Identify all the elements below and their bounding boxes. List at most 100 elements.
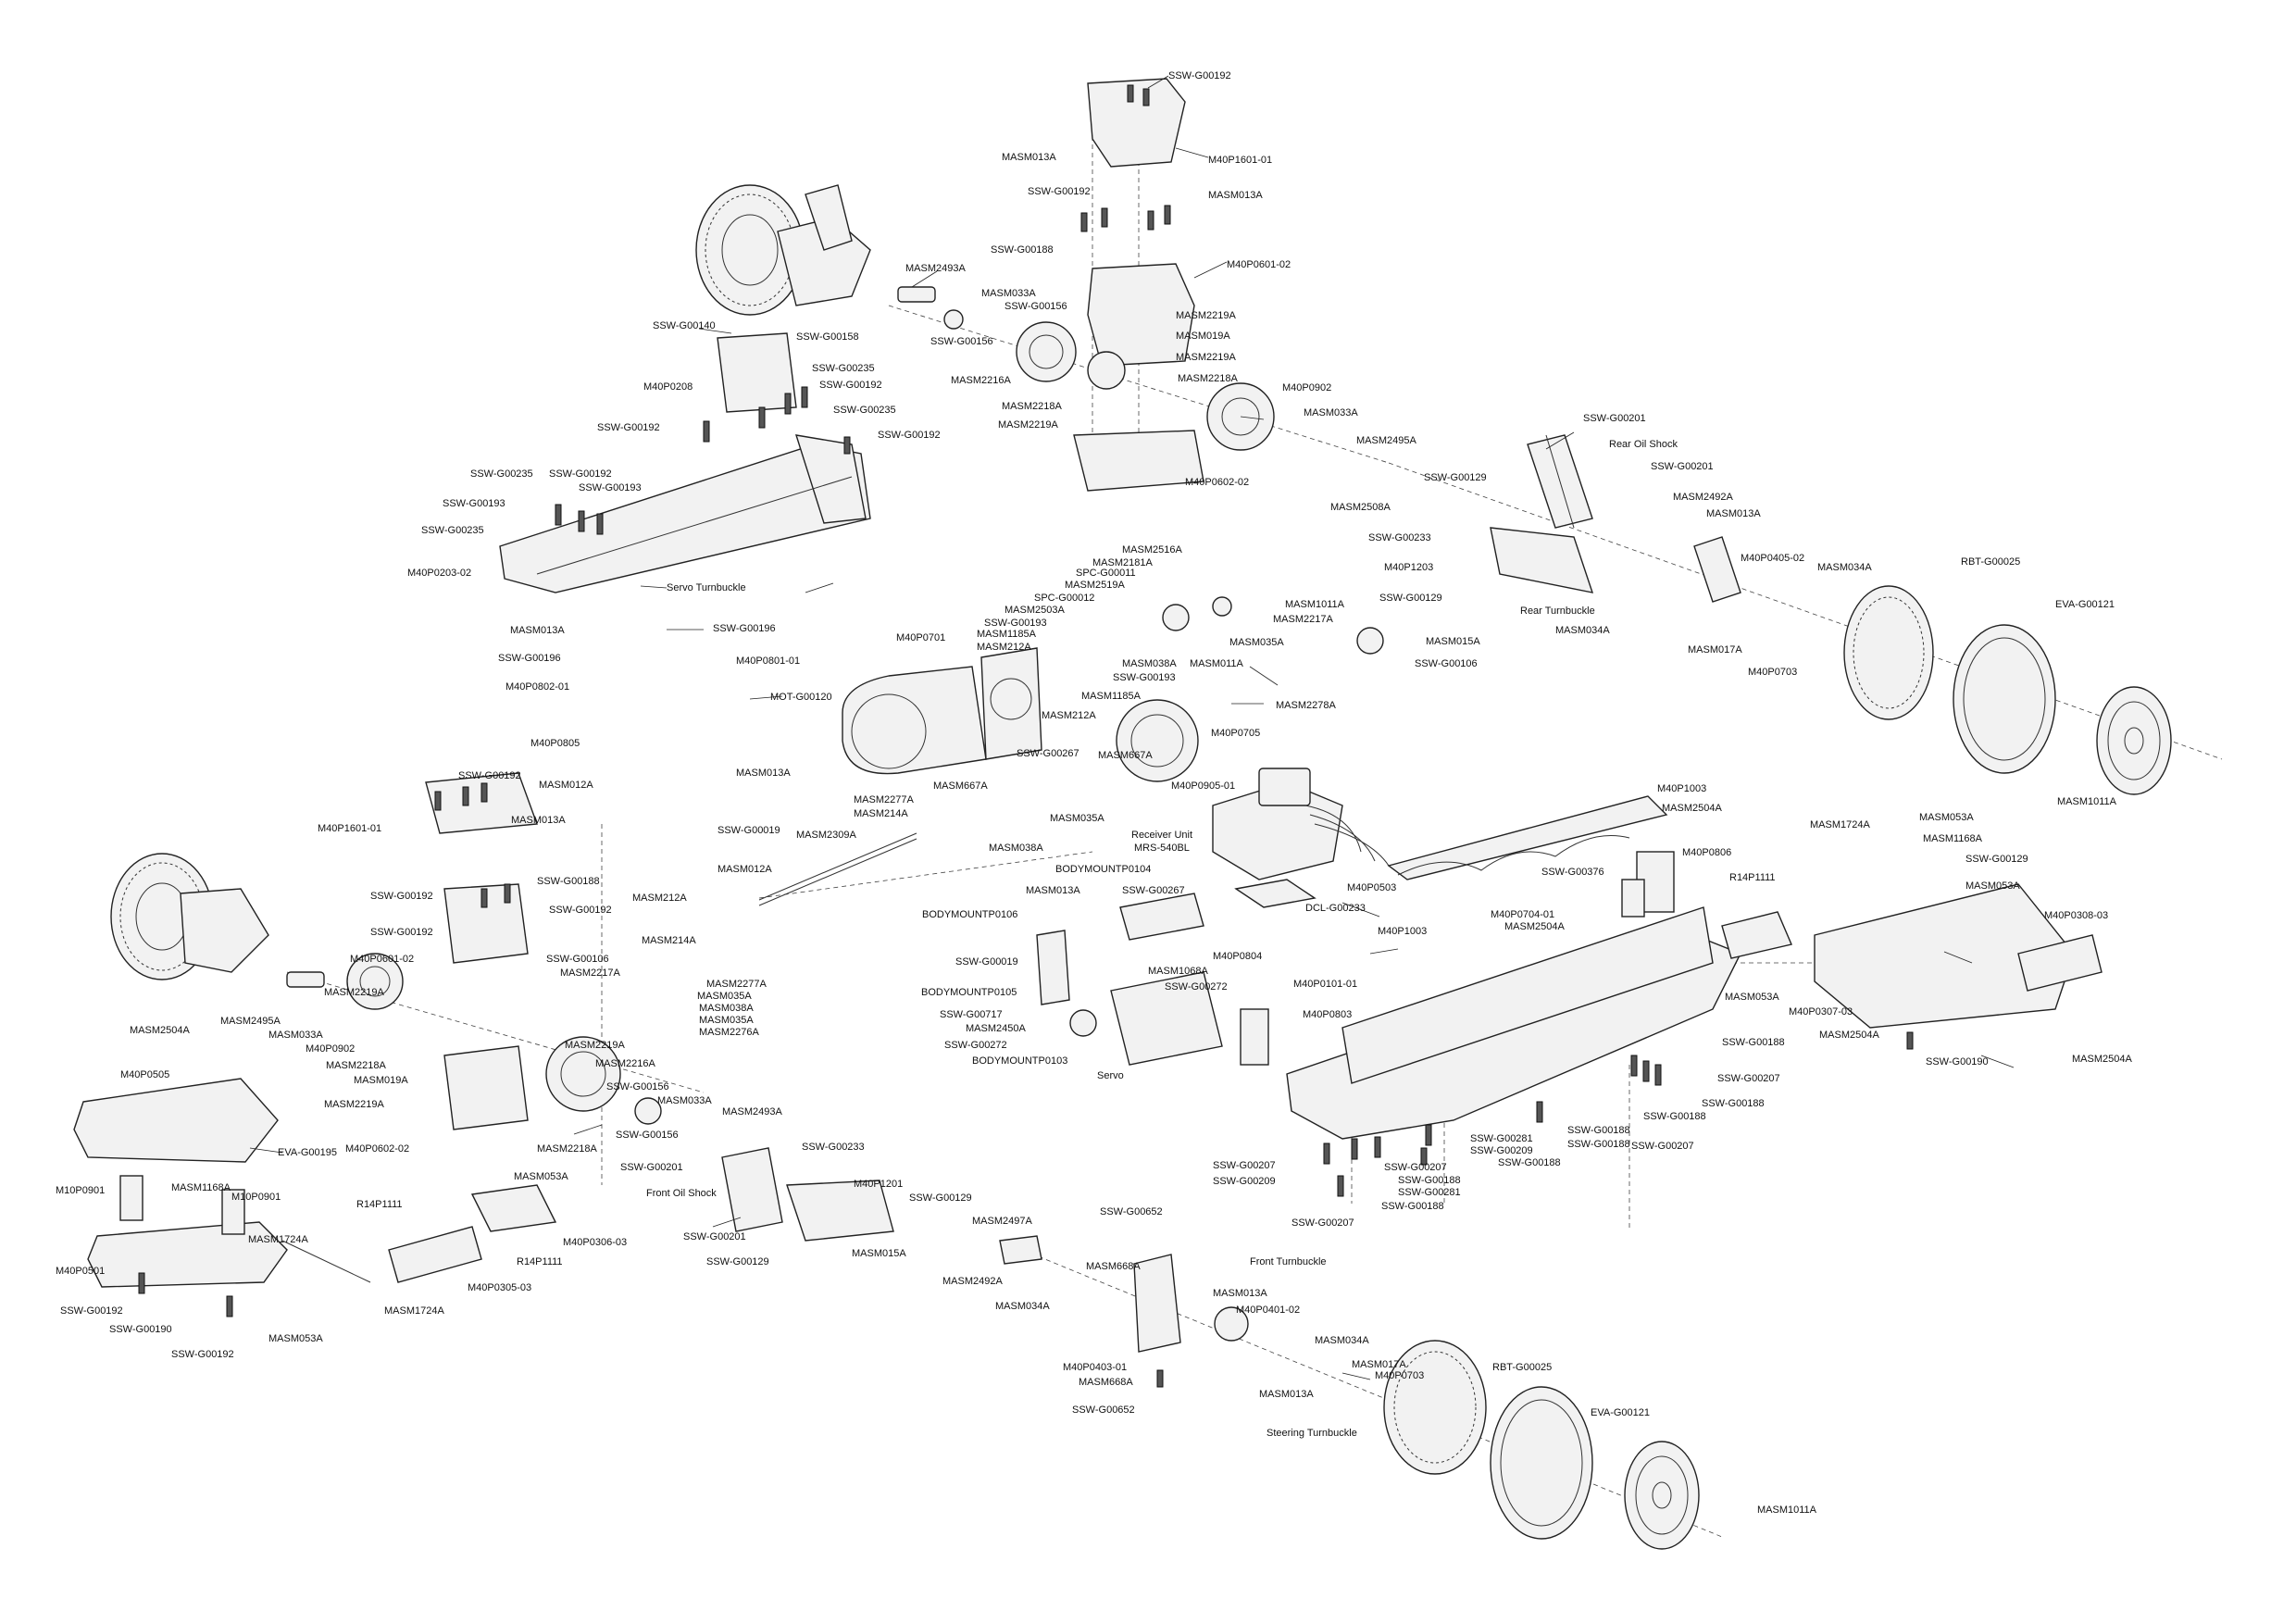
part-label: R14P1111 [356,1199,403,1210]
part-label: M40P1203 [1384,562,1434,573]
front-gearbox-assembly [286,772,662,1130]
shafts [281,666,1279,1283]
front-bumper [73,1078,557,1288]
part-label: Rear Oil Shock [1609,439,1678,450]
part-label: SSW-G00188 [1567,1125,1630,1136]
part-label: SSW-G00235 [833,405,896,416]
part-label: MASM1185A [977,629,1036,640]
part-label: MASM013A [736,768,791,779]
servo-assembly [1036,893,1269,1066]
part-label: SSW-G00281 [1470,1133,1533,1144]
part-label: MASM033A [268,1030,323,1041]
part-label: SSW-G00192 [171,1349,234,1360]
part-label: MOT-G00120 [770,692,832,703]
part-label: MASM1724A [248,1234,308,1245]
part-label: MASM212A [1042,710,1096,721]
part-label: SSW-G00188 [537,876,600,887]
part-label: MASM2278A [1276,700,1336,711]
part-label: SSW-G00158 [796,331,859,343]
part-label: MASM2216A [951,375,1011,386]
part-label: SSW-G00207 [1717,1073,1780,1084]
part-label: MASM214A [854,808,908,819]
part-label: MASM013A [1706,508,1761,519]
part-label: M40P0802-01 [505,681,570,693]
part-label: SSW-G00129 [1424,472,1487,483]
part-label: MASM1068A [1148,966,1208,977]
part-label: MASM035A [1229,637,1284,648]
part-label: M40P0602-02 [345,1143,410,1155]
part-label: M40P1601-01 [318,823,382,834]
part-label: Servo [1097,1070,1124,1081]
part-label: MASM2504A [1819,1030,1879,1041]
part-label: M40P0804 [1213,951,1263,962]
part-label: MASM2516A [1122,544,1182,556]
part-label: M40P0704-01 [1491,909,1555,920]
part-label: SSW-G00129 [1379,593,1442,604]
left-front-wheel [110,853,269,980]
part-label: MASM2503A [1004,605,1065,616]
part-label: MASM212A [632,893,687,904]
rear-gearbox-assembly [897,78,1275,492]
part-label: M40P0902 [1282,382,1332,393]
part-label: Steering Turnbuckle [1267,1428,1357,1439]
part-label: SSW-G00193 [443,498,505,509]
part-label: EVA-G00121 [1591,1407,1651,1418]
part-label: MASM1724A [1810,819,1870,830]
part-label: MASM2519A [1065,580,1125,591]
part-label: MASM2219A [565,1040,625,1051]
part-label: MASM013A [511,815,566,826]
part-label: MASM2217A [1273,614,1333,625]
part-label: MASM2504A [130,1025,190,1036]
part-label: MASM034A [995,1301,1050,1312]
part-label: M40P0101-01 [1293,979,1358,990]
part-label: EVA-G00195 [278,1147,338,1158]
part-label: SSW-G00106 [1415,658,1478,669]
part-label: SSW-G00652 [1100,1206,1163,1217]
part-label: SSW-G00192 [60,1305,123,1317]
part-label: MASM013A [1026,885,1080,896]
part-label: MASM1011A [1757,1504,1816,1516]
part-label: MASM015A [1426,636,1480,647]
part-label: MASM013A [1259,1389,1314,1400]
part-label: MASM1168A [171,1182,231,1193]
part-label: M40P1201 [854,1179,904,1190]
part-label: SSW-G00207 [1631,1141,1694,1152]
part-label: MASM1168A [1923,833,1982,844]
part-label: SSW-G00156 [1004,301,1067,312]
part-label: MASM2497A [972,1216,1032,1227]
part-label: MASM038A [699,1003,754,1014]
part-label: MASM2495A [220,1016,281,1027]
part-label: SSW-G00196 [498,653,561,664]
part-label: MASM035A [1050,813,1104,824]
part-label: M40P1003 [1657,783,1707,794]
part-label: M40P1003 [1378,926,1428,937]
leader-lines [249,75,2015,1380]
part-label: SPC-G00011 [1076,568,1136,579]
part-label: SSW-G00272 [1165,981,1228,993]
part-label: SSW-G00188 [1643,1111,1706,1122]
part-label: M40P0208 [643,381,693,393]
part-label: M40P0601-02 [1227,259,1292,270]
part-label: SSW-G00188 [1722,1037,1785,1048]
part-label: SSW-G00209 [1470,1145,1533,1156]
part-label: SSW-G00281 [1398,1187,1461,1198]
part-label: SSW-G00019 [718,825,780,836]
part-label: DCL-G00233 [1305,903,1366,914]
part-label: MASM2450A [966,1023,1026,1034]
part-label: MASM2508A [1330,502,1391,513]
part-label: SSW-G00376 [1541,867,1604,878]
part-label: SSW-G00233 [802,1142,865,1153]
part-label: MASM2218A [1178,373,1238,384]
part-label: MASM214A [642,935,696,946]
part-label: M40P0905-01 [1171,780,1236,792]
part-label: MASM034A [1817,562,1872,573]
part-label: BODYMOUNTP0104 [1055,864,1152,875]
part-label: M40P0503 [1347,882,1397,893]
part-label: M10P0901 [56,1185,106,1196]
part-label: SSW-G00188 [991,244,1054,256]
part-label: M40P0602-02 [1185,477,1250,488]
part-label: MASM019A [354,1075,408,1086]
part-label: MASM2492A [942,1276,1003,1287]
part-label: M40P0803 [1303,1009,1353,1020]
part-label: M40P0601-02 [350,954,415,965]
